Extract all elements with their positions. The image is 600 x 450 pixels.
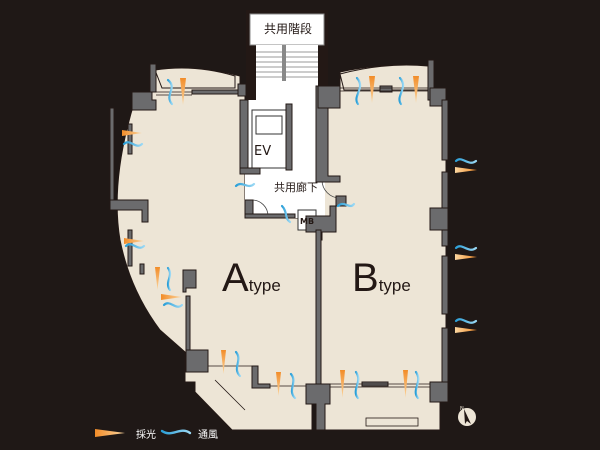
balconies — [154, 64, 429, 91]
unit-a-suffix: type — [248, 276, 281, 295]
daylight-indicators — [122, 76, 477, 398]
corridor-label: 共用廊下 — [274, 181, 318, 194]
window-lines — [156, 87, 430, 427]
svg-text:N: N — [460, 406, 464, 412]
legend-daylight: 採光 — [130, 425, 156, 441]
common-stairs — [246, 10, 328, 105]
elevator-label: EV — [254, 144, 272, 159]
unit-b-suffix: type — [378, 276, 411, 295]
common-corridor — [245, 100, 341, 231]
unit-b-letter: B — [352, 256, 379, 300]
unit-a-floor — [116, 68, 319, 431]
meter-box-label: MB — [300, 217, 315, 226]
unit-a-label: Atype — [222, 258, 281, 298]
unit-a-letter: A — [222, 256, 249, 300]
daylight-icon — [95, 429, 125, 437]
unit-b-label: Btype — [352, 258, 411, 298]
unit-b-floor — [317, 64, 447, 431]
north-arrow-icon: N — [458, 406, 476, 426]
ventilation-indicators — [122, 76, 478, 400]
walls — [109, 59, 449, 431]
ventilation-icon — [160, 429, 192, 435]
legend-daylight-label: 採光 — [136, 429, 156, 441]
legend-ventilation: 通風 — [192, 425, 218, 441]
stairs-label: 共用階段 — [263, 22, 312, 36]
legend-ventilation-label: 通風 — [198, 429, 218, 441]
